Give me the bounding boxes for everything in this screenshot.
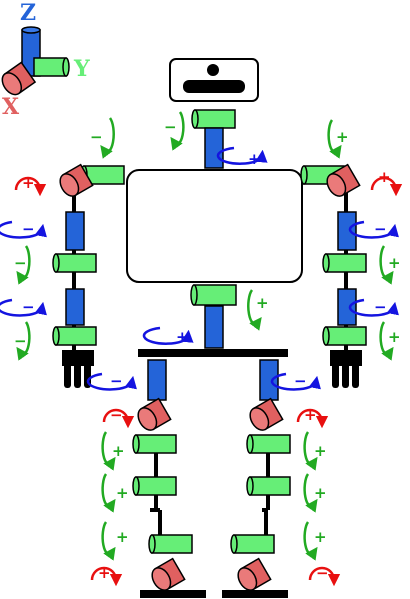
right-arm xyxy=(52,163,125,388)
neck-pitch-actuator xyxy=(191,109,236,129)
l-hip-pitch-sign: + xyxy=(314,442,327,460)
l-shoulder-roll-sign: + xyxy=(378,168,391,186)
waist-yaw-sign: + xyxy=(176,328,189,346)
right-foot xyxy=(140,590,206,598)
l-shoulder-pitch-sign: + xyxy=(336,128,349,146)
l-ankle-roll-sign: − xyxy=(316,564,329,582)
r-elbow-pitch-sign: − xyxy=(14,254,27,272)
y-axis-cylinder xyxy=(33,57,67,77)
l-elbow-pitch-sign: + xyxy=(388,254,401,272)
r-shoulder-pitch-sign: − xyxy=(90,128,103,146)
r-wrist-pitch-sign: − xyxy=(14,332,27,350)
l-hip-roll-sign: + xyxy=(304,406,317,424)
right-leg xyxy=(132,359,206,598)
waist-yaw-actuator xyxy=(204,305,224,349)
head-pitch-sign: − xyxy=(164,118,177,136)
r-knee-pitch-sign: + xyxy=(116,484,129,502)
r-ankle-roll-sign: + xyxy=(98,564,111,582)
neck-yaw-actuator xyxy=(204,127,224,169)
l-wrist-pitch-sign: + xyxy=(388,328,401,346)
hip-bar xyxy=(138,349,288,357)
r-shoulder-roll-sign: + xyxy=(22,174,35,192)
r-forearm-yaw-sign: − xyxy=(22,298,35,316)
waist-pitch-actuator xyxy=(190,284,237,306)
roll-arrows xyxy=(14,176,403,587)
l-forearm-yaw-sign: − xyxy=(374,298,387,316)
l-upper-arm-yaw-sign: − xyxy=(374,220,387,238)
right-hand xyxy=(62,350,94,366)
y-axis-label: Y xyxy=(73,56,90,82)
left-arm xyxy=(300,163,367,388)
yaw-arrows xyxy=(0,146,399,391)
head-yaw-sign: + xyxy=(248,150,261,168)
z-axis-label: Z xyxy=(20,0,36,26)
head xyxy=(169,58,259,102)
axis-indicator: Z Y X xyxy=(1,0,90,120)
left-leg xyxy=(222,359,291,598)
x-axis-label: X xyxy=(2,94,20,120)
l-ankle-pitch-sign: + xyxy=(314,528,327,546)
waist-pitch-sign: + xyxy=(256,294,269,312)
left-hand xyxy=(330,350,362,366)
pitch-arrows xyxy=(16,111,394,561)
l-hip-yaw-sign: − xyxy=(294,372,307,390)
r-upper-arm-yaw-sign: − xyxy=(22,220,35,238)
l-knee-pitch-sign: + xyxy=(314,484,327,502)
head-eye xyxy=(207,64,219,76)
torso xyxy=(126,169,303,283)
joint-sign-labels: − + + + − + − − − − + + − + − + − − + + … xyxy=(14,118,401,582)
r-hip-pitch-sign: + xyxy=(112,442,125,460)
r-hip-yaw-sign: − xyxy=(110,372,123,390)
r-hip-roll-sign: − xyxy=(110,406,123,424)
left-foot xyxy=(222,590,288,598)
r-ankle-pitch-sign: + xyxy=(116,528,129,546)
head-mouth xyxy=(183,80,245,93)
